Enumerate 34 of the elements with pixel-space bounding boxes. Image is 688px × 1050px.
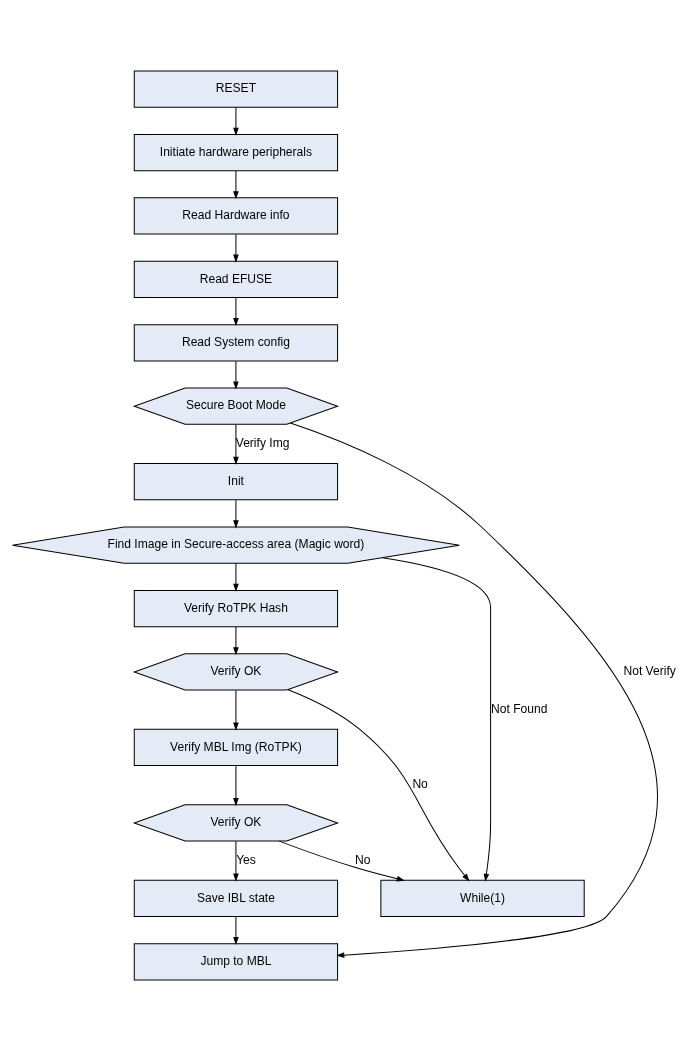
edge-label: Verify Img	[235, 435, 290, 450]
node-box: Verify MBL Img (RoTPK)	[133, 728, 339, 766]
arrow	[233, 764, 239, 806]
arrow	[233, 296, 239, 326]
arrow	[233, 840, 239, 882]
arrow	[233, 689, 239, 731]
edge-label: Not Verify	[623, 663, 676, 678]
arrow	[287, 688, 470, 881]
arrow	[278, 840, 405, 881]
edge-label: Not Found	[491, 701, 548, 716]
arrow	[233, 233, 239, 263]
arrow	[233, 106, 239, 136]
edge-label: No	[412, 776, 428, 791]
node-box: Verify RoTPK Hash	[133, 589, 339, 627]
arrow	[289, 422, 658, 958]
arrow	[233, 360, 239, 389]
arrow	[233, 915, 239, 945]
node-box: Init	[133, 462, 339, 500]
edge-label: No	[355, 852, 371, 867]
arrow	[382, 556, 492, 882]
node-box: Initiate hardware peripherals	[133, 133, 339, 171]
node-box: While(1)	[380, 879, 585, 917]
node-box: Jump to MBL	[133, 942, 339, 980]
node-box: Read System config	[133, 323, 339, 361]
arrow	[233, 423, 239, 465]
node-box: Read Hardware info	[133, 196, 339, 235]
node-box: Read EFUSE	[133, 260, 339, 298]
node-box: RESET	[133, 70, 339, 108]
arrow	[233, 170, 239, 199]
node-box: Save IBL state	[133, 879, 339, 917]
arrow	[233, 625, 239, 655]
edge-label: Yes	[236, 852, 256, 867]
arrow	[233, 562, 239, 592]
arrow	[233, 499, 239, 528]
